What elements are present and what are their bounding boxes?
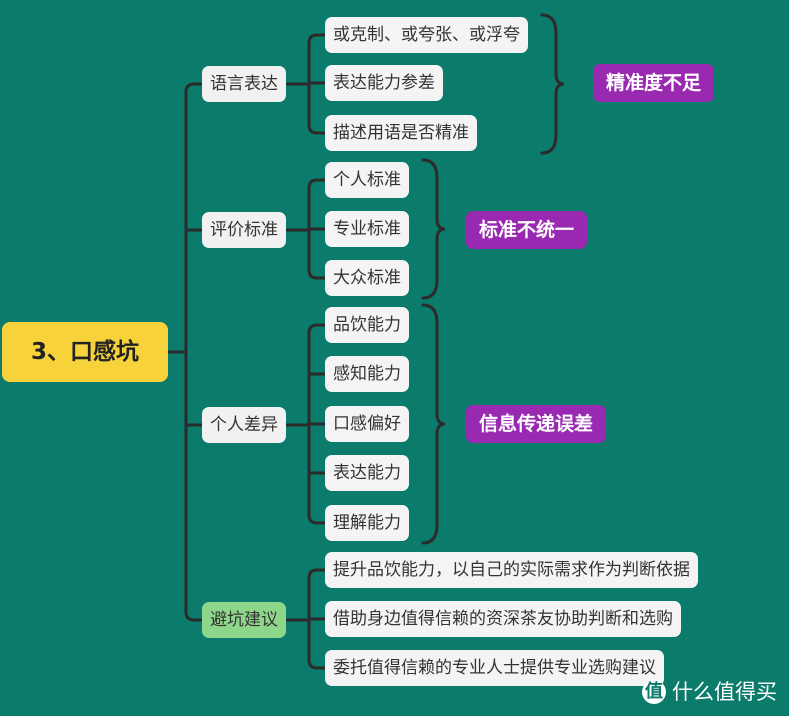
leaf-connector (307, 178, 327, 190)
leaf-node: 大众标准 (325, 260, 409, 296)
leaf-node: 口感偏好 (325, 406, 409, 442)
leaf-node: 委托值得信赖的专业人士提供专业选购建议 (325, 650, 664, 686)
leaf-node: 描述用语是否精准 (325, 115, 477, 151)
summary-brace (540, 13, 565, 155)
brand-logo-icon: 值 (642, 680, 666, 704)
leaf-connector (307, 268, 327, 280)
leaf-connector (307, 123, 327, 135)
leaf-node: 个人标准 (325, 162, 409, 198)
root-node: 3、口感坑 (2, 322, 168, 382)
leaf-node: 专业标准 (325, 211, 409, 247)
leaf-node: 表达能力参差 (325, 65, 443, 101)
leaf-connector (307, 513, 327, 525)
leaf-node: 理解能力 (325, 505, 409, 541)
summary-brace (421, 303, 446, 545)
leaf-node: 提升品饮能力，以自己的实际需求作为判断依据 (325, 552, 698, 588)
branch-connector (184, 610, 204, 622)
leaf-node: 表达能力 (325, 455, 409, 491)
leaf-connector (307, 658, 327, 670)
branch-connector (184, 82, 204, 94)
branch-node-language: 语言表达 (202, 66, 286, 102)
branch-node-advice: 避坑建议 (202, 602, 286, 638)
leaf-node: 感知能力 (325, 356, 409, 392)
summary-label-transmission: 信息传递误差 (466, 405, 607, 443)
leaf-connector (307, 323, 327, 335)
summary-label-precision: 精准度不足 (593, 64, 715, 102)
summary-brace (421, 158, 446, 300)
watermark: 值 什么值得买 (642, 680, 777, 704)
leaf-node: 或克制、或夸张、或浮夸 (325, 17, 528, 53)
leaf-node: 品饮能力 (325, 307, 409, 343)
branch-node-standard: 评价标准 (202, 212, 286, 248)
leaf-connector (307, 568, 327, 580)
summary-label-standard: 标准不统一 (466, 211, 588, 249)
branch-node-personal: 个人差异 (202, 407, 286, 443)
watermark-text: 什么值得买 (672, 680, 777, 704)
leaf-connector (307, 33, 327, 45)
leaf-node: 借助身边值得信赖的资深茶友协助判断和选购 (325, 601, 681, 637)
